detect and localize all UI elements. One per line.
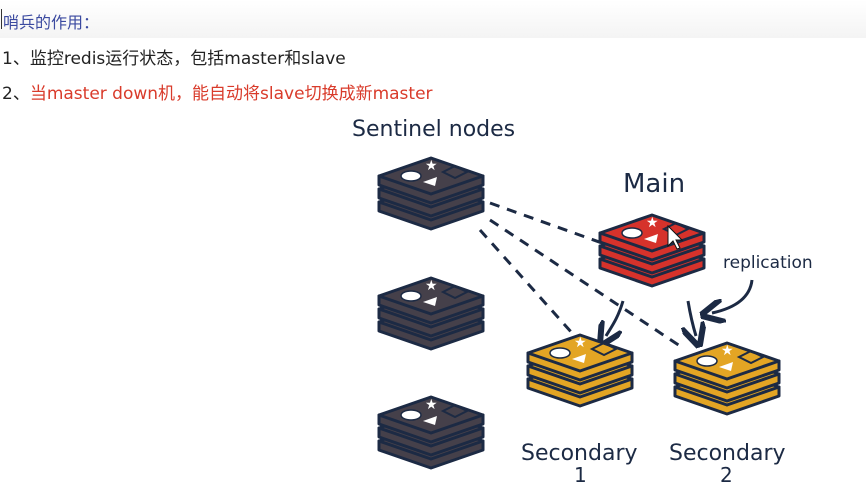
secondary-1-number: 1: [574, 463, 587, 487]
link-to-secondary-1: [478, 229, 574, 334]
sentinel-node-3-icon: ★: [377, 395, 485, 470]
secondary-2-node-icon: ★: [673, 341, 781, 416]
section-heading: 哨兵的作用：: [3, 13, 100, 32]
secondary-2-label: Secondary: [669, 441, 786, 466]
sentinel-node-2-icon: ★: [377, 276, 485, 351]
title-bar: [0, 0, 866, 38]
point-2: 2、当master down机，能自动将slave切换成新master: [2, 79, 433, 104]
svg-text:★: ★: [646, 215, 659, 231]
svg-text:★: ★: [425, 158, 438, 174]
secondary-2-number: 2: [720, 463, 733, 487]
mouse-pointer-icon: [667, 224, 684, 250]
replication-arrows: [606, 279, 754, 336]
svg-text:★: ★: [574, 335, 587, 351]
sentinel-links: [478, 201, 681, 348]
link-to-secondary-2: [489, 218, 681, 348]
svg-text:★: ★: [425, 397, 438, 413]
arrow-main-to-secondary-2: [688, 300, 696, 336]
sentinel-nodes-label: Sentinel nodes: [352, 117, 515, 142]
point-1-text: 监控redis运行状态，包括master和slave: [29, 49, 346, 69]
secondary-1-label: Secondary: [521, 441, 638, 466]
replication-curved-arrow: [712, 279, 754, 313]
svg-text:★: ★: [721, 343, 734, 359]
main-node-icon: ★: [598, 213, 706, 288]
main-label: Main: [623, 169, 685, 199]
text-cursor: [1, 9, 2, 29]
sentinel-diagram: Sentinel nodes Main replication Secondar…: [352, 117, 813, 487]
point-2-text: master down机，能自动将slave切换成新master: [46, 84, 433, 104]
point-1-number: 1、: [2, 49, 30, 69]
point-2-prefix: 当: [29, 84, 47, 104]
replication-label: replication: [723, 253, 813, 273]
point-2-number: 2、: [2, 84, 30, 104]
point-1: 1、监控redis运行状态，包括master和slave: [2, 44, 346, 69]
secondary-1-node-icon: ★: [526, 333, 634, 408]
svg-text:★: ★: [425, 278, 438, 294]
sentinel-node-1-icon: ★: [377, 156, 485, 231]
link-to-main: [489, 201, 603, 245]
arrow-main-to-secondary-1: [606, 300, 625, 336]
